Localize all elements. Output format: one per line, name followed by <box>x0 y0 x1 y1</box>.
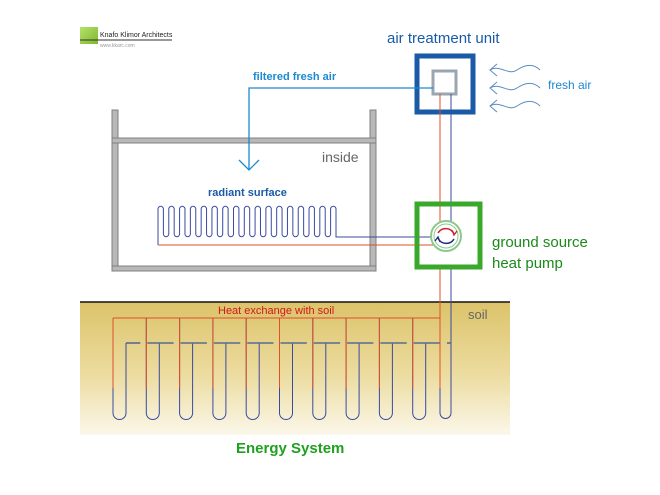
wavy-air-line <box>489 101 541 109</box>
down-arrow-icon <box>238 159 260 171</box>
ground-loop <box>378 318 393 420</box>
arrow-left-icon <box>489 81 498 95</box>
radiant-surface-label: radiant surface <box>208 187 287 199</box>
radiant-coil-supply <box>157 205 433 245</box>
logo-mark <box>80 27 98 44</box>
fresh-air-label: fresh air <box>548 78 591 92</box>
ground-loop <box>412 318 427 420</box>
wavy-air-line <box>489 83 541 91</box>
logo-url: www.kkarc.com <box>100 43 135 49</box>
air-treatment-unit <box>414 53 476 115</box>
ground-loop <box>212 318 227 420</box>
logo-company-name: Knafo Klimor Architects <box>100 32 173 39</box>
ground-loop <box>245 318 260 420</box>
arrow-left-icon <box>489 63 498 77</box>
heat-pump-label-line2: heat pump <box>492 255 563 272</box>
fresh-air-arrows <box>489 63 541 113</box>
ground-loop <box>439 318 452 419</box>
ground-loop <box>345 318 360 420</box>
ground-loop <box>312 318 327 420</box>
wavy-air-line <box>489 65 541 73</box>
ground-loop <box>112 318 127 420</box>
radiant-surface-coil <box>157 205 433 246</box>
ground-heat-exchanger <box>112 267 452 420</box>
company-logo: Knafo Klimor Architects www.kkarc.com <box>80 27 173 49</box>
filtered-fresh-air-label: filtered fresh air <box>253 71 337 83</box>
soil-label: soil <box>468 307 488 322</box>
arrow-left-icon <box>489 99 498 113</box>
building-walls <box>111 109 377 272</box>
heat-pump-label-line1: ground source <box>492 234 588 251</box>
filtered-air-duct <box>238 87 433 171</box>
heat-exchange-label: Heat exchange with soil <box>218 305 334 317</box>
air-treatment-unit-label: air treatment unit <box>387 30 500 47</box>
energy-system-title: Energy System <box>236 440 344 457</box>
ground-loop <box>279 318 293 420</box>
inside-label: inside <box>322 149 359 165</box>
ground-loop <box>145 318 160 420</box>
ground-loop <box>179 318 194 420</box>
ground-source-heat-pump <box>414 201 483 270</box>
soil-area <box>80 302 510 435</box>
